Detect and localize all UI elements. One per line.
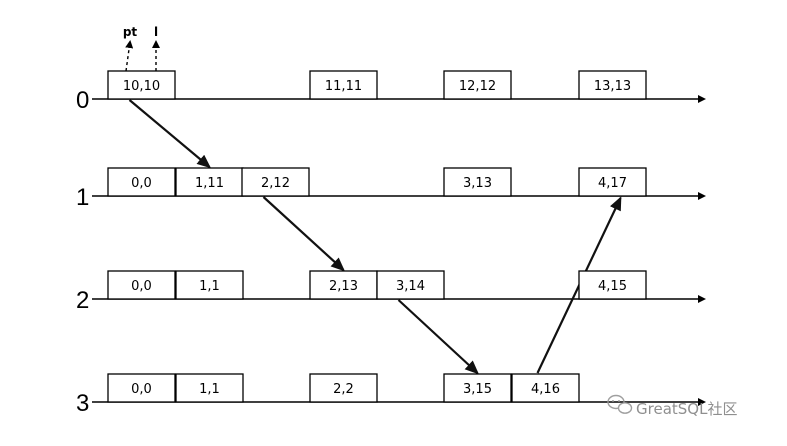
entry-box: [376, 270, 445, 300]
entry-label: 4,15: [598, 279, 627, 294]
pointer-label-l: l: [154, 25, 158, 39]
link-arrow-2: [397, 299, 479, 375]
entry-label: 1,11: [195, 176, 224, 191]
watermark-text: GreatSQL社区: [636, 400, 737, 418]
entries-layer: 10,10 11,11 12,12 13,13 0,0 1,11 2,12 3,13 4,17 0…: [107, 70, 647, 403]
entry-label: 13,13: [594, 79, 631, 94]
entry-box: [443, 70, 512, 100]
line-label-0: 0: [76, 87, 89, 114]
link-arrow-0: [128, 99, 212, 169]
entry-box: [443, 167, 512, 197]
entry-box: [309, 373, 378, 403]
entry-label: 0,0: [131, 382, 152, 397]
wechat-icon: [607, 394, 633, 414]
timelines-layer: 0 1 2 3: [76, 87, 706, 417]
entry-label: 2,2: [333, 382, 354, 397]
entry-box: [107, 270, 176, 300]
entry-label: 3,14: [396, 279, 425, 294]
entry-box: [309, 70, 378, 100]
entry-label: 4,16: [531, 382, 560, 397]
entry-box: [107, 373, 176, 403]
entry-box: [578, 270, 647, 300]
links-layer: [128, 99, 622, 375]
entry-box: [107, 167, 176, 197]
pointer-label-pt: pt: [123, 25, 138, 39]
entry-box: [175, 373, 244, 403]
entry-box: [578, 70, 647, 100]
entry-box: [443, 373, 512, 403]
entry-label: 12,12: [459, 79, 496, 94]
line-label-1: 1: [76, 184, 89, 211]
entry-label: 4,17: [598, 176, 627, 191]
entry-label: 1,1: [199, 279, 220, 294]
entry-label: 0,0: [131, 176, 152, 191]
entry-label: 2,12: [261, 176, 290, 191]
entry-label: 2,13: [329, 279, 358, 294]
entry-box: [578, 167, 647, 197]
line-label-2: 2: [76, 287, 89, 314]
entry-box: [175, 270, 244, 300]
entry-label: 3,15: [463, 382, 492, 397]
pointer-arrow-pt: [125, 40, 134, 72]
entry-label: 0,0: [131, 279, 152, 294]
link-arrow-1: [262, 196, 345, 272]
entry-box: [241, 167, 310, 197]
line-label-3: 3: [76, 390, 89, 417]
entry-label: 1,1: [199, 382, 220, 397]
entry-box: [511, 373, 580, 403]
entry-label: 11,11: [325, 79, 362, 94]
watermark: GreatSQL社区: [607, 394, 737, 418]
entry-label: 3,13: [463, 176, 492, 191]
pointers-layer: pt l: [123, 25, 160, 72]
entry-box: [107, 70, 176, 100]
entry-label: 10,10: [123, 79, 160, 94]
